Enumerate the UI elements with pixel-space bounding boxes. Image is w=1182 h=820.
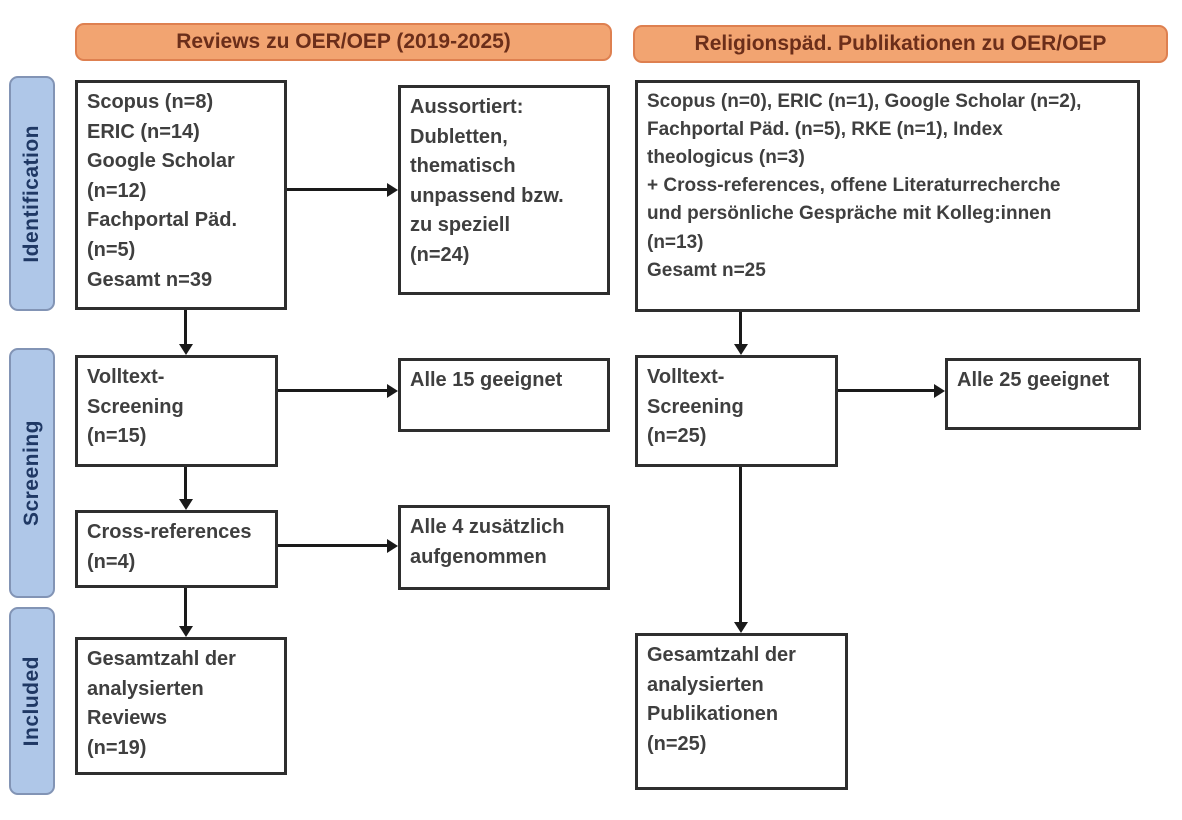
stage-label-identification: Identification <box>9 76 55 311</box>
box-left-included-total: Gesamtzahl der analysierten Reviews (n=1… <box>75 637 287 775</box>
box-left-excluded: Aussortiert: Dubletten, thematisch unpas… <box>398 85 610 295</box>
box-left-cross-references-result: Alle 4 zusätzlich aufgenommen <box>398 505 610 590</box>
arrow-left-screening-to-result <box>278 389 387 392</box>
box-right-screening-result: Alle 25 geeignet <box>945 358 1141 430</box>
column-header-reviews: Reviews zu OER/OEP (2019-2025) <box>75 23 612 61</box>
stage-label-screening: Screening <box>9 348 55 598</box>
stage-label-screening-text: Screening <box>20 419 43 527</box>
arrow-right-screening-to-result <box>838 389 934 392</box>
arrow-left-identification-to-screening <box>184 310 187 344</box>
arrow-right-screening-to-included <box>739 467 742 622</box>
arrow-left-cross-references-to-result <box>278 544 387 547</box>
stage-label-included-text: Included <box>20 655 43 747</box>
box-right-identification-sources: Scopus (n=0), ERIC (n=1), Google Scholar… <box>635 80 1140 312</box>
box-left-cross-references: Cross-references (n=4) <box>75 510 278 588</box>
box-left-screening-result: Alle 15 geeignet <box>398 358 610 432</box>
box-left-identification-sources: Scopus (n=8) ERIC (n=14) Google Scholar … <box>75 80 287 310</box>
stage-label-identification-text: Identification <box>20 124 43 263</box>
stage-label-included: Included <box>9 607 55 795</box>
arrow-left-cross-references-to-included <box>184 588 187 626</box>
box-right-fulltext-screening: Volltext- Screening (n=25) <box>635 355 838 467</box>
box-left-fulltext-screening: Volltext- Screening (n=15) <box>75 355 278 467</box>
box-right-included-total: Gesamtzahl der analysierten Publikatione… <box>635 633 848 790</box>
arrow-left-screening-to-cross-references <box>184 467 187 499</box>
arrow-right-identification-to-screening <box>739 312 742 344</box>
column-header-religionspaed: Religionspäd. Publikationen zu OER/OEP <box>633 25 1168 63</box>
arrow-left-identification-to-excluded <box>287 188 387 191</box>
